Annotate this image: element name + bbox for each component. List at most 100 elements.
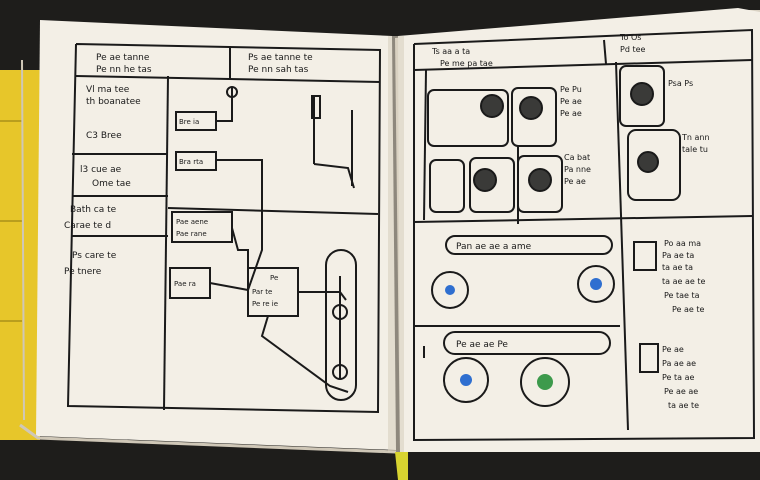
knob-blue — [590, 278, 602, 290]
sidebar-note: Ps care te — [72, 251, 117, 261]
info-line: Po aa ma — [664, 239, 701, 248]
slider-knob — [332, 304, 348, 320]
dial — [630, 82, 654, 106]
pin — [311, 95, 321, 119]
note-line: Pe ae — [560, 97, 582, 106]
connector — [231, 227, 249, 268]
sidebar-note: Ome tae — [92, 179, 131, 189]
info-line: Pe ae ae — [664, 387, 698, 396]
control-card — [511, 87, 557, 147]
info-toggle — [633, 241, 657, 271]
sidebar-note: Vl ma tee — [86, 85, 130, 95]
left-frame — [66, 43, 382, 414]
box-label: Bre ia — [179, 118, 199, 126]
knob-ring — [577, 265, 615, 303]
dial — [480, 94, 504, 118]
notepad-line — [0, 120, 22, 122]
info-line: ta ae ta — [662, 263, 693, 272]
colored-knobs — [431, 265, 615, 407]
control-card — [619, 65, 665, 127]
left-header-text: Pe ae tanne Pe nn he tas Ps ae tanne te … — [96, 53, 313, 75]
left-box-3 — [171, 211, 233, 243]
knob-ring — [443, 357, 489, 403]
note-line: tale tu — [682, 145, 708, 154]
left-sidebar-divider — [163, 75, 169, 411]
control-card — [429, 159, 465, 213]
bookmark-ribbon — [395, 452, 408, 480]
info-toggle — [639, 343, 659, 373]
search-labels: Pan ae ae a ame Pe ae ae Pe — [456, 242, 532, 350]
sidebar-note: Pe tnere — [64, 267, 102, 277]
search-label: Pan ae ae a ame — [456, 242, 532, 252]
right-header-line: To Os — [619, 33, 641, 42]
info-line: ta ae te — [668, 401, 699, 410]
knob-blue — [445, 285, 455, 295]
left-box-labels: Bre ia Bra rta Pae aene Pae rane Pae ra … — [174, 118, 278, 308]
left-header-line: Ps ae tanne te — [248, 53, 313, 63]
knob-blue — [460, 374, 472, 386]
search-bar — [443, 331, 611, 355]
right-header-line: Pe me pa tae — [440, 59, 493, 68]
right-header-line: Ts aa a ta — [431, 47, 470, 56]
connector-node — [226, 86, 238, 98]
info-line: Pe ae te — [672, 305, 705, 314]
notepad-line — [0, 320, 22, 322]
info-line: Pe tae ta — [664, 291, 700, 300]
box-label: Pae rane — [176, 230, 207, 238]
left-header-divider — [75, 75, 381, 83]
right-page — [398, 8, 760, 452]
box-label: Pae aene — [176, 218, 208, 226]
connector — [209, 282, 249, 291]
slider-frame — [325, 249, 357, 401]
note-line: Pe ae — [564, 177, 586, 186]
left-header-line: Pe nn he tas — [96, 65, 152, 75]
box-label: Pe — [270, 274, 278, 282]
box-label: Bra rta — [179, 158, 203, 166]
box-label: Pae ra — [174, 280, 196, 288]
box-label: Par te — [252, 288, 272, 296]
left-sidebar-notes: Vl ma tee th boanatee C3 Bree l3 cue ae … — [64, 85, 141, 277]
sidebar-note: C3 Bree — [86, 131, 122, 141]
left-header-line: Pe nn sah tas — [248, 65, 309, 75]
control-card — [427, 89, 509, 147]
dials — [473, 82, 659, 192]
note-line: Pa nne — [564, 165, 591, 174]
knob-ring — [520, 357, 570, 407]
dial — [519, 96, 543, 120]
sidebar-note: th boanatee — [86, 97, 141, 107]
left-header-line: Pe ae tanne — [96, 53, 150, 63]
right-sketch — [413, 28, 756, 442]
box-label: Pe re ie — [252, 300, 278, 308]
sidebar-note: l3 cue ae — [80, 165, 122, 175]
note-line: Ca bat — [564, 153, 590, 162]
dial — [528, 168, 552, 192]
info-line: Pe ae — [662, 345, 684, 354]
note-line: Pe Pu — [560, 85, 582, 94]
notepad-line — [0, 220, 22, 222]
right-header-line: Pd tee — [620, 45, 646, 54]
right-header-divider — [413, 59, 753, 71]
connector — [216, 159, 263, 291]
sidebar-note: Bath ca te — [70, 205, 117, 215]
right-frame — [413, 28, 756, 442]
slider-knob — [332, 364, 348, 380]
control-card — [627, 129, 681, 201]
sidebar-note: Carae te d — [64, 221, 111, 231]
spine — [388, 36, 404, 452]
left-page — [36, 20, 396, 450]
right-column-divider — [615, 61, 629, 431]
right-header-text: Ts aa a ta Pe me pa tae To Os Pd tee — [431, 33, 646, 68]
right-header-split — [603, 39, 607, 65]
dial — [473, 168, 497, 192]
info-line: Pa ae ta — [662, 251, 694, 260]
left-sketch — [66, 43, 382, 414]
knob-green — [537, 374, 553, 390]
control-card — [469, 157, 515, 213]
right-notes: Pe Pu Pe ae Pe ae Ca bat Pa nne Pe ae Ps… — [560, 79, 710, 186]
note-line: Pe ae — [560, 109, 582, 118]
info-line: Pe ta ae — [662, 373, 694, 382]
dial — [637, 151, 659, 173]
search-label: Pe ae ae Pe — [456, 340, 508, 350]
connector — [260, 315, 349, 393]
